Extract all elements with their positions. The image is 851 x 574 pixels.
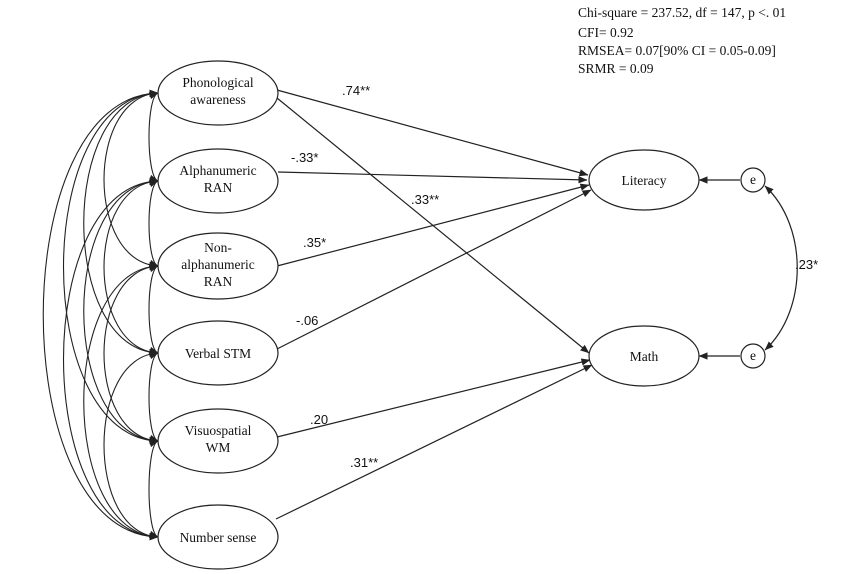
node-label: Math: [630, 349, 659, 364]
node-literacy: Literacy: [588, 149, 700, 211]
coef-verbalstm-literacy: -.06: [296, 313, 318, 328]
node-label-line: Visuospatial: [185, 423, 252, 438]
coef-alphanumeric-literacy: -.33*: [291, 150, 318, 165]
correlation-arc: [103, 177, 159, 357]
fit-stat-cfi: CFI= 0.92: [578, 25, 634, 40]
node-number-sense: Number sense: [157, 504, 279, 570]
coef-numbersense-math: .31**: [350, 455, 378, 470]
correlation-arc: [83, 89, 159, 357]
regression-arrow: [275, 364, 593, 520]
correlation-arc: [103, 262, 159, 445]
error-label: e: [750, 172, 756, 187]
node-non-alphanumeric-ran: Non- alphanumeric RAN: [157, 232, 279, 300]
correlation-arc: [103, 349, 159, 541]
regression-arrow: [276, 358, 591, 438]
correlation-arc: [63, 89, 159, 445]
correlation-arc: [148, 440, 159, 538]
node-label-line: RAN: [204, 274, 233, 289]
node-label-line: Number sense: [180, 530, 257, 545]
error-term-literacy: e: [740, 167, 766, 193]
node-verbal-stm: Verbal STM: [157, 320, 279, 386]
coef-phonological-math: .33**: [411, 192, 439, 207]
correlation-arc: [83, 262, 159, 541]
node-math: Math: [588, 325, 700, 387]
node-label-line: WM: [206, 440, 231, 455]
correlation-arc: [83, 177, 159, 445]
fit-statistics: Chi-square = 237.52, df = 147, p <. 01 C…: [578, 5, 786, 76]
regression-arrow: [276, 89, 589, 177]
node-alphanumeric-ran: Alphanumeric RAN: [157, 148, 279, 214]
fit-stat-chi-square: Chi-square = 237.52, df = 147, p <. 01: [578, 5, 786, 20]
error-label: e: [750, 348, 756, 363]
regression-arrow: [276, 183, 590, 267]
path-coefficients: .74** .33** -.33* .35* -.06 .20 .31** .2…: [291, 83, 818, 470]
node-label-line: Alphanumeric: [179, 163, 256, 178]
fit-stat-srmr: SRMR = 0.09: [578, 61, 654, 76]
correlation-arc: [148, 265, 159, 354]
node-label-line: Phonological: [182, 75, 253, 90]
node-label-line: RAN: [204, 180, 233, 195]
node-label-line: awareness: [190, 92, 245, 107]
coef-nonalphanumeric-literacy: .35*: [303, 235, 326, 250]
correlation-arc: [148, 180, 159, 267]
node-phonological-awareness: Phonological awareness: [157, 60, 279, 126]
coef-visuospatial-math: .20: [310, 412, 328, 427]
node-label-line: Verbal STM: [185, 346, 251, 361]
coef-phonological-literacy: .74**: [342, 83, 370, 98]
node-label-line: Non-: [204, 240, 232, 255]
predictor-nodes: Phonological awareness Alphanumeric RAN …: [157, 60, 279, 570]
correlation-arc: [63, 177, 159, 541]
coef-residual-covariance: .23*: [795, 257, 818, 272]
error-term-math: e: [740, 343, 766, 369]
regression-paths: [274, 89, 798, 520]
node-label-line: alphanumeric: [181, 257, 254, 272]
node-label: Literacy: [622, 173, 667, 188]
correlation-arc: [148, 352, 159, 442]
correlation-arc: [103, 89, 159, 270]
correlation-arc: [42, 89, 159, 541]
predictor-correlation-arcs: [42, 89, 159, 541]
fit-stat-rmsea: RMSEA= 0.07[90% CI = 0.05-0.09]: [578, 43, 776, 58]
node-visuospatial-wm: Visuospatial WM: [157, 408, 279, 474]
regression-arrow: [274, 189, 592, 351]
correlation-arc: [148, 92, 159, 182]
regression-arrow: [277, 171, 588, 184]
residual-covariance-arc: [764, 185, 798, 351]
